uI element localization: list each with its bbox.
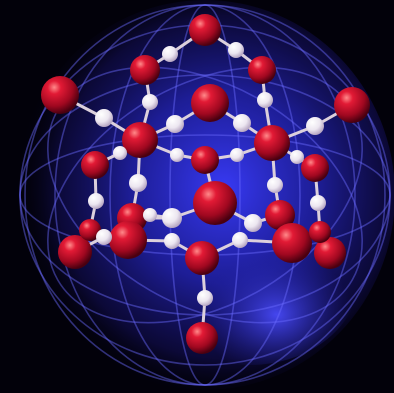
oxygen-atom <box>314 237 346 269</box>
oxygen-atom <box>109 221 147 259</box>
hydrogen-atom <box>232 232 248 248</box>
hydrogen-atom <box>113 146 127 160</box>
hydrogen-atom <box>233 114 251 132</box>
oxygen-atom <box>79 219 101 241</box>
oxygen-atom <box>254 125 290 161</box>
oxygen-atom <box>191 84 229 122</box>
hydrogen-atom <box>96 229 112 245</box>
atoms <box>41 14 370 354</box>
oxygen-atom <box>191 146 219 174</box>
oxygen-atom <box>81 151 109 179</box>
cage-ring <box>54 4 356 386</box>
hydrogen-atom <box>164 233 180 249</box>
hydrogen-atom <box>162 46 178 62</box>
hydrogen-atom <box>306 117 324 135</box>
hydrogen-atom <box>228 42 244 58</box>
hydrogen-atom <box>197 290 213 306</box>
cage-ring <box>109 4 301 386</box>
hydrogen-atom <box>257 92 273 108</box>
oxygen-atom <box>185 241 219 275</box>
cage-ring <box>24 4 386 386</box>
oxygen-atom <box>334 87 370 123</box>
oxygen-atom <box>193 181 237 225</box>
oxygen-atom <box>186 322 218 354</box>
hydrogen-atom <box>129 174 147 192</box>
hydrogen-atom <box>166 115 184 133</box>
hydrogen-atom <box>267 177 283 193</box>
oxygen-atom <box>301 154 329 182</box>
hydrogen-atom <box>143 208 157 222</box>
oxygen-atom <box>265 200 295 230</box>
oxygen-atom <box>130 55 160 85</box>
oxygen-atom <box>309 221 331 243</box>
cage-ring <box>169 4 241 386</box>
oxygen-atom <box>122 122 158 158</box>
hydrogen-atom <box>310 195 326 211</box>
hydrogen-atom <box>170 148 184 162</box>
oxygen-atom <box>41 76 79 114</box>
hydrogen-atom <box>88 193 104 209</box>
hydrogen-atom <box>142 94 158 110</box>
oxygen-atom <box>272 223 312 263</box>
oxygen-atom <box>58 235 92 269</box>
hydrogen-atom <box>95 109 113 127</box>
hydrogen-atom <box>290 150 304 164</box>
oxygen-atom <box>248 56 276 84</box>
hydrogen-atom <box>162 208 182 228</box>
hydrogen-atom <box>230 148 244 162</box>
hydrogen-atom <box>244 214 262 232</box>
oxygen-atom <box>189 14 221 46</box>
